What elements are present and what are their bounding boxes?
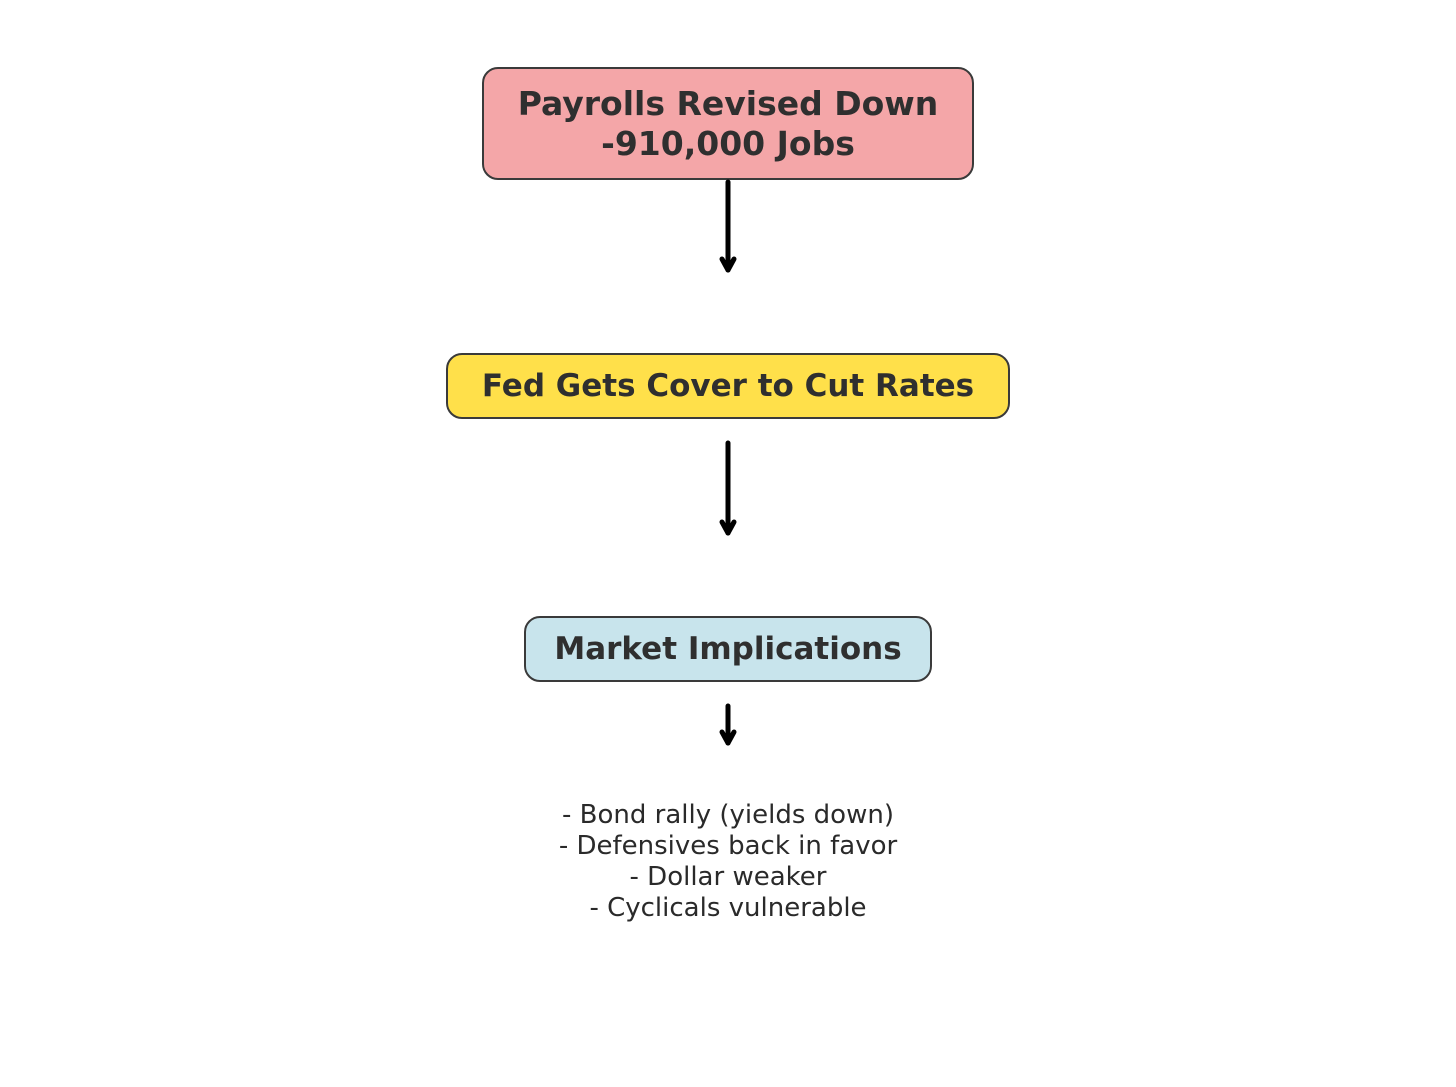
fed-cut-rates-label: Fed Gets Cover to Cut Rates — [481, 368, 975, 404]
arrow-fed-to-market — [719, 440, 737, 536]
market-implications-label: Market Implications — [554, 631, 902, 667]
market-implications-node: Market Implications — [524, 616, 932, 682]
payrolls-revised-node: Payrolls Revised Down -910,000 Jobs — [482, 67, 974, 180]
payrolls-job-count: -910,000 Jobs — [601, 123, 855, 163]
implication-item: - Defensives back in favor — [558, 831, 898, 861]
fed-cut-rates-node: Fed Gets Cover to Cut Rates — [446, 353, 1010, 419]
implication-item: - Dollar weaker — [629, 862, 827, 892]
arrow-payrolls-to-fed — [719, 179, 737, 273]
implication-item: - Bond rally (yields down) — [562, 800, 894, 830]
implication-item: - Cyclicals vulnerable — [589, 893, 867, 923]
arrow-market-to-list — [719, 703, 737, 746]
implications-list: - Bond rally (yields down) - Defensives … — [428, 800, 1028, 924]
payrolls-title: Payrolls Revised Down — [517, 83, 939, 123]
